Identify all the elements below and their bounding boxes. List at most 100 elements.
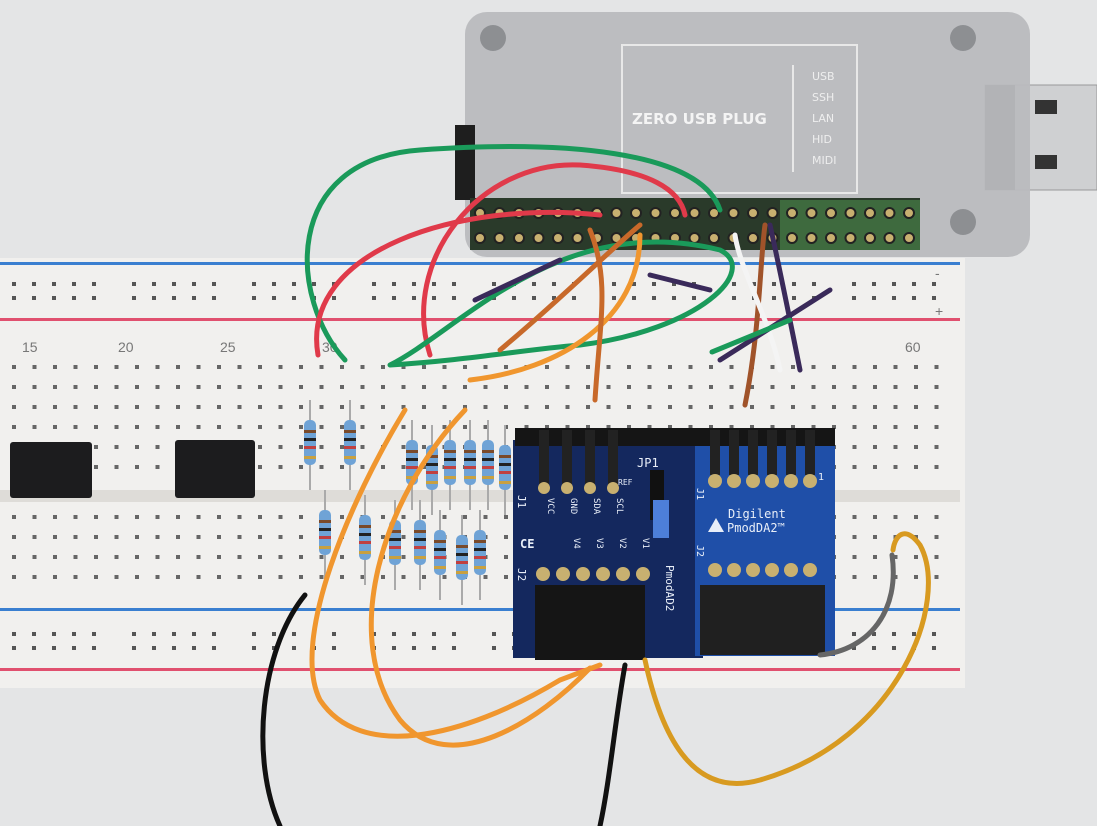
hole: [12, 575, 16, 579]
resistor-band: [474, 556, 486, 559]
hole: [892, 646, 896, 650]
hole: [627, 425, 631, 429]
hole: [176, 535, 180, 539]
hole: [912, 632, 916, 636]
gpio-pin: [493, 232, 506, 244]
hole: [586, 365, 590, 369]
resistor-band: [444, 466, 456, 469]
hole: [12, 405, 16, 409]
gpio-pin: [844, 232, 857, 244]
rail-sign: +: [935, 303, 943, 319]
hole: [852, 535, 857, 539]
hole: [463, 385, 467, 389]
hole: [688, 405, 693, 409]
hole: [217, 515, 221, 519]
hole: [381, 425, 385, 429]
resistor-band: [456, 545, 468, 548]
wire-orange: [309, 407, 603, 739]
hole: [299, 445, 303, 449]
hole: [12, 282, 16, 286]
da2-brand: Digilent: [728, 507, 786, 521]
hole: [252, 646, 256, 650]
ad2-j1-label: J1: [515, 495, 528, 508]
hole: [12, 515, 16, 519]
hole: [791, 385, 795, 389]
j1-pin-label: GND: [568, 498, 578, 514]
hole: [422, 515, 426, 519]
hole: [217, 555, 221, 559]
wire-purple: [767, 222, 803, 373]
hole: [934, 535, 939, 539]
hole: [412, 632, 416, 636]
hole: [114, 515, 119, 519]
hole: [401, 535, 406, 539]
hole: [565, 405, 570, 409]
hole: [252, 296, 256, 300]
pad: [746, 474, 760, 488]
hole: [278, 385, 283, 389]
hole: [627, 405, 631, 409]
resistor-band: [434, 540, 446, 543]
resistor-band: [414, 556, 426, 559]
wire-purple: [472, 257, 563, 303]
hole: [892, 282, 896, 286]
hole: [192, 296, 196, 300]
resistor-band: [319, 536, 331, 539]
pad: [708, 563, 722, 577]
hole: [73, 575, 78, 579]
pad: [556, 567, 570, 581]
hole: [372, 296, 376, 300]
hole: [934, 575, 939, 579]
hole: [873, 445, 877, 449]
screw: [950, 25, 976, 51]
hole: [504, 515, 508, 519]
resistor-band: [304, 456, 316, 459]
header-pin: [748, 430, 758, 475]
hole: [217, 405, 221, 409]
hole: [512, 296, 516, 300]
hole: [832, 365, 836, 369]
header-pin: [710, 430, 720, 475]
hole: [172, 282, 176, 286]
hole: [340, 465, 344, 469]
hole: [873, 405, 877, 409]
hole: [442, 515, 447, 519]
hole: [452, 632, 456, 636]
hole: [278, 405, 283, 409]
pad: [746, 563, 760, 577]
hole: [73, 425, 78, 429]
gpio-pin: [571, 232, 584, 244]
hole: [401, 385, 406, 389]
hole: [340, 555, 344, 559]
hole: [852, 575, 857, 579]
hole: [672, 282, 676, 286]
hole: [73, 405, 78, 409]
hole: [770, 425, 775, 429]
hole: [934, 445, 939, 449]
gpio-pin: [766, 207, 779, 219]
hole: [504, 535, 508, 539]
wire-orange: [368, 407, 593, 748]
pad: [536, 567, 550, 581]
hole: [688, 365, 693, 369]
hole: [586, 405, 590, 409]
hole: [632, 282, 636, 286]
hole: [32, 385, 37, 389]
hole: [709, 425, 713, 429]
header-pin: [539, 430, 549, 485]
header-pin: [585, 430, 595, 485]
hole: [532, 296, 536, 300]
hole: [299, 385, 303, 389]
hole: [647, 365, 652, 369]
pad: [636, 567, 650, 581]
hole: [272, 282, 276, 286]
resistor-band: [426, 471, 438, 474]
resistor-band: [414, 538, 426, 541]
rail-line-red: [0, 318, 960, 321]
rail-line-red: [0, 668, 960, 671]
hole: [258, 535, 262, 539]
hole: [258, 385, 262, 389]
hole: [319, 465, 324, 469]
hole: [606, 425, 611, 429]
